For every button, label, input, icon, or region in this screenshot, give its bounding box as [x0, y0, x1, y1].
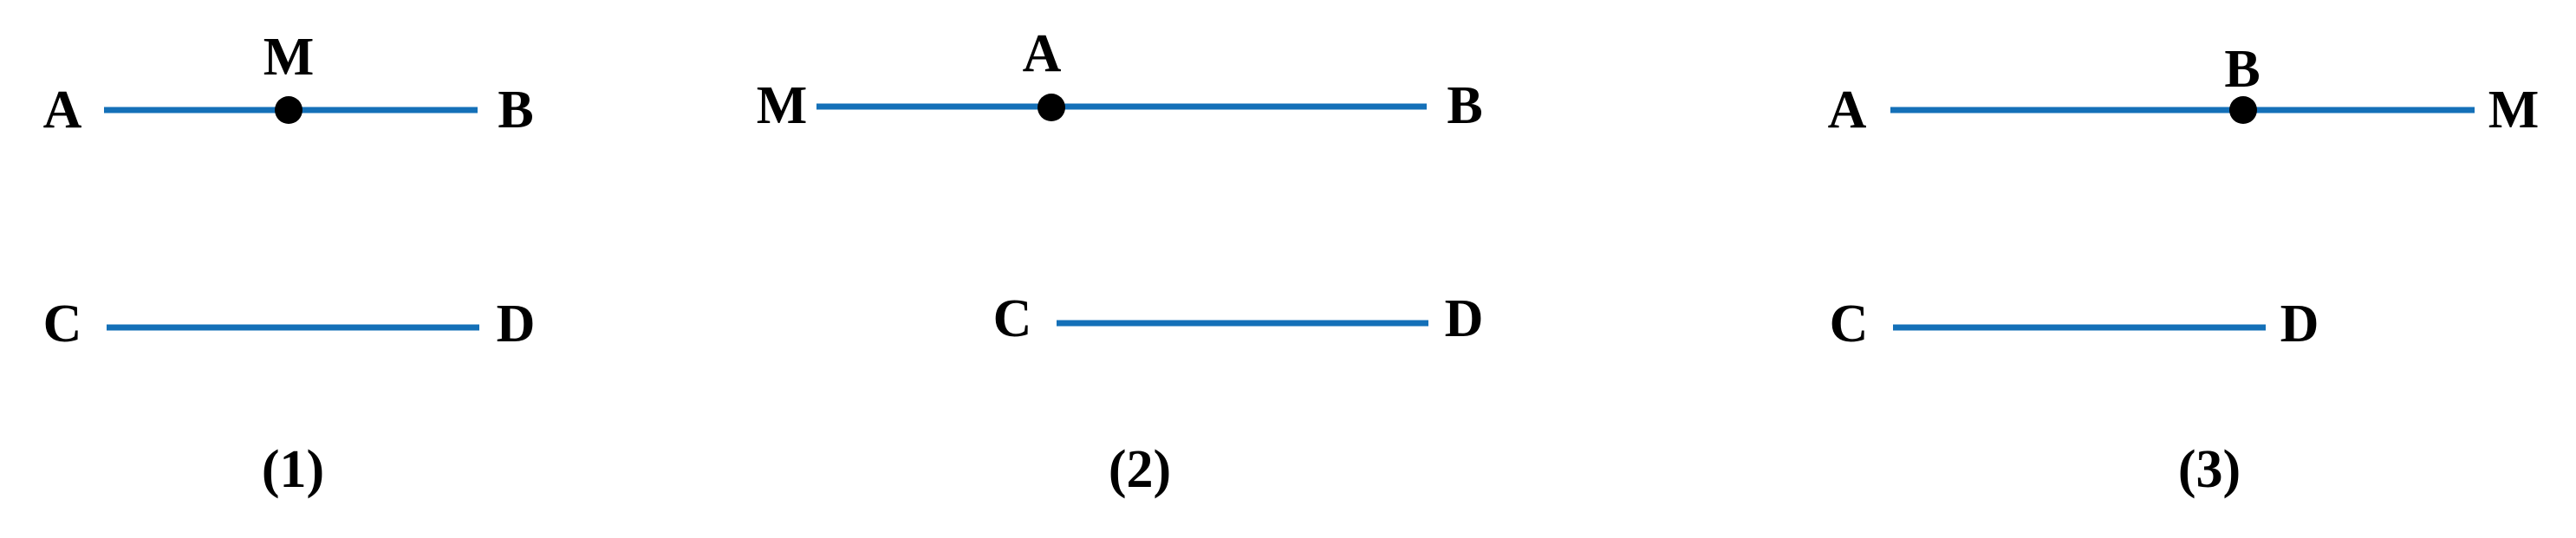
label-m-fig3: M — [2488, 81, 2540, 139]
label-a-fig3: A — [1828, 81, 1867, 139]
point-m-fig1 — [275, 96, 302, 124]
figure-2: M A B C D (2) — [757, 24, 1484, 499]
label-m-fig2: M — [757, 76, 808, 135]
figure-1: A M B C D (1) — [43, 28, 536, 499]
label-a-fig2: A — [1023, 24, 1062, 83]
label-c-fig1: C — [43, 295, 82, 353]
label-a-fig1: A — [43, 81, 82, 139]
caption-fig2: (2) — [1109, 440, 1171, 499]
label-d-fig2: D — [1445, 289, 1484, 348]
label-d-fig3: D — [2280, 295, 2319, 353]
label-b-fig2: B — [1447, 76, 1482, 135]
label-c-fig3: C — [1830, 295, 1869, 353]
label-b-fig1: B — [498, 81, 533, 139]
point-a-fig2 — [1038, 94, 1065, 121]
label-c-fig2: C — [993, 289, 1032, 348]
caption-fig1: (1) — [262, 440, 324, 499]
figure-3: A B M C D (3) — [1828, 40, 2540, 499]
label-b-fig3: B — [2224, 40, 2260, 99]
caption-fig3: (3) — [2178, 440, 2241, 499]
label-m-fig1: M — [263, 28, 315, 87]
label-d-fig1: D — [497, 295, 536, 353]
point-b-fig3 — [2229, 96, 2257, 124]
